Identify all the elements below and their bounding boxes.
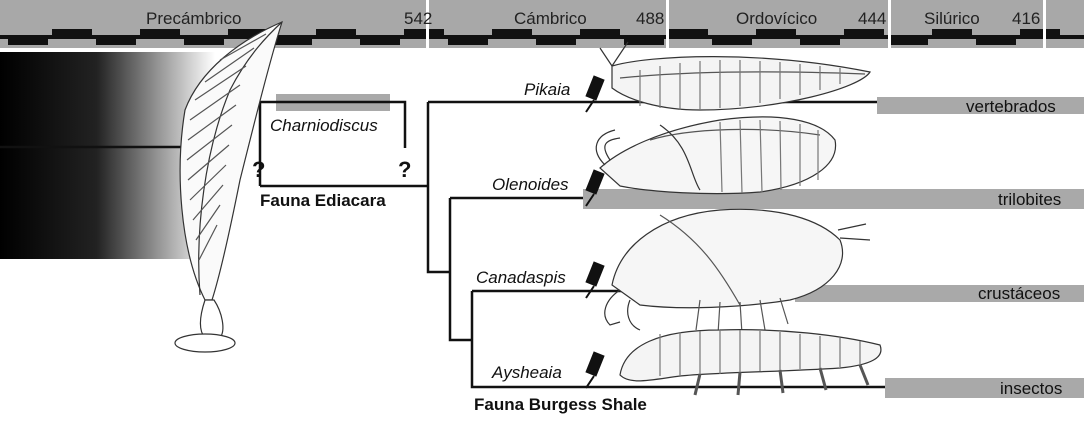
group-label-trilobites: trilobites [998, 191, 1061, 208]
fossil-pin-icons [586, 76, 604, 388]
period-label-cambrico: Cámbrico [514, 10, 587, 27]
taxon-label-canadaspis: Canadaspis [476, 269, 566, 286]
fauna-label-burgess-shale: Fauna Burgess Shale [474, 396, 647, 413]
uncertain-mark-right: ? [398, 159, 411, 181]
period-label-silurico: Silúrico [924, 10, 980, 27]
group-label-vertebrados: vertebrados [966, 98, 1056, 115]
group-label-crustaceos: crustáceos [978, 285, 1060, 302]
aysheaia-drawing [620, 330, 881, 395]
boundary-label-488: 488 [636, 10, 664, 27]
taxon-label-olenoides: Olenoides [492, 176, 569, 193]
boundary-label-444: 444 [858, 10, 886, 27]
uncertain-mark-left: ? [252, 159, 265, 181]
period-label-ordovicico: Ordovícico [736, 10, 817, 27]
group-label-insectos: insectos [1000, 380, 1062, 397]
olenoides-drawing [596, 117, 835, 194]
taxon-label-aysheaia: Aysheaia [492, 364, 562, 381]
pin-icon-pikaia [586, 76, 604, 112]
boundary-label-542: 542 [404, 10, 432, 27]
taxon-label-charniodiscus: Charniodiscus [270, 117, 378, 134]
canadaspis-drawing [605, 209, 870, 334]
taxon-label-pikaia: Pikaia [524, 81, 570, 98]
fauna-label-ediacara: Fauna Ediacara [260, 192, 386, 209]
pikaia-drawing [600, 42, 870, 110]
pin-icon-canadaspis [586, 262, 604, 298]
boundary-label-416: 416 [1012, 10, 1040, 27]
period-label-precambrico: Precámbrico [146, 10, 241, 27]
pin-icon-aysheaia [586, 352, 604, 388]
